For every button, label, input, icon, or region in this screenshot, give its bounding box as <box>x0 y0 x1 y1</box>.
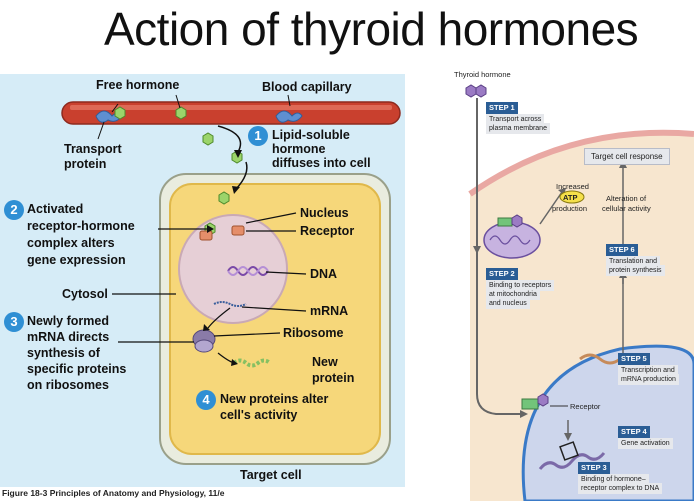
step-2-box: STEP 2 <box>486 268 518 280</box>
dna-label: DNA <box>310 267 338 281</box>
mrna-strand <box>213 301 247 307</box>
transport-protein-icon-2 <box>275 110 303 123</box>
step-3-text-3: synthesis of <box>27 346 100 360</box>
new-protein-label-1: New <box>312 355 338 369</box>
mitochondrion <box>483 221 541 259</box>
step-5-box: STEP 5 <box>618 353 650 365</box>
step-1-badge: 1 <box>248 126 268 146</box>
hormone-icon <box>114 106 126 120</box>
step-4-text-2: cell's activity <box>220 408 298 422</box>
blood-capillary-label: Blood capillary <box>262 80 352 94</box>
alteration-label-2: cellular activity <box>602 204 651 213</box>
thyroid-hormone-label: Thyroid hormone <box>454 70 511 79</box>
target-cell-label: Target cell <box>240 468 302 482</box>
step-1-text-3: diffuses into cell <box>272 156 371 170</box>
atp-label: ATP <box>563 193 578 202</box>
right-diagram-graphics <box>465 84 694 501</box>
step-1-desc-2: plasma membrane <box>486 123 550 134</box>
nucleus-label: Nucleus <box>300 206 349 220</box>
step-4-text-1: New proteins alter <box>220 392 329 406</box>
production-label: production <box>552 204 588 213</box>
hormone-icon <box>175 106 187 120</box>
step-1-box: STEP 1 <box>486 102 518 114</box>
step-2-badge: 2 <box>4 200 24 220</box>
hormone-icon <box>202 132 214 146</box>
ribosome-label: Ribosome <box>283 326 344 340</box>
step-6-desc-2: protein synthesis <box>606 265 665 276</box>
step-3-desc-1: Binding of hormone– <box>578 474 649 485</box>
step-2-text-3: complex alters <box>27 236 115 250</box>
step-3-text-4: specific proteins <box>27 362 127 376</box>
step-3-text-5: on ribosomes <box>27 378 109 392</box>
cytosol-label: Cytosol <box>62 287 108 301</box>
step-1-desc-1: Transport across <box>486 114 545 125</box>
nucleus <box>178 214 288 324</box>
step-3-desc-2: receptor complex to DNA <box>578 483 663 494</box>
step-4-badge: 4 <box>196 390 216 410</box>
mrna-label: mRNA <box>310 304 349 318</box>
free-hormone-label: Free hormone <box>96 78 180 92</box>
step-2-text-4: gene expression <box>27 253 126 267</box>
right-diagram-panel: Thyroid hormone STEP 1 Transport across … <box>430 64 694 501</box>
step-6-desc-1: Translation and <box>606 256 660 267</box>
hormone-icon <box>218 191 230 205</box>
page-title: Action of thyroid hormones <box>104 3 639 55</box>
step-5-desc-1: Transcription and <box>618 365 678 376</box>
thyroid-hormone-icon <box>465 84 477 98</box>
step-2-text-2: receptor-hormone <box>27 219 135 233</box>
figure-caption: Figure 18-3 Principles of Anatomy and Ph… <box>2 488 225 498</box>
step-1-text-2: hormone <box>272 142 326 156</box>
target-cell-response-box: Target cell response <box>584 148 670 165</box>
step-2-desc-1: Binding to receptors <box>486 280 555 291</box>
increased-label: Increased <box>556 182 589 191</box>
new-protein-chain <box>232 358 272 368</box>
step-2-desc-2: at mitochondria <box>486 289 540 300</box>
receptor-label: Receptor <box>570 402 601 411</box>
step-5-desc-2: mRNA production <box>618 374 679 385</box>
step-4-box: STEP 4 <box>618 426 650 438</box>
receptor-icon-2 <box>231 225 245 236</box>
step-3-box: STEP 3 <box>578 462 610 474</box>
left-diagram-graphics <box>61 94 401 465</box>
step-3-text-2: mRNA directs <box>27 330 110 344</box>
receptor-label: Receptor <box>300 224 355 238</box>
transport-protein-label-2: protein <box>64 157 107 171</box>
step-2-desc-3: and nucleus <box>486 298 530 309</box>
step-4-desc: Gene activation <box>618 438 673 449</box>
alteration-label-1: Alteration of <box>606 194 647 203</box>
dna-strand <box>538 452 606 470</box>
receptor-icon <box>199 230 213 241</box>
nuclear-receptor <box>521 398 539 410</box>
atp-icon <box>559 190 585 204</box>
plasma-membrane <box>468 129 694 197</box>
step-3-badge: 3 <box>4 312 24 332</box>
mito-receptor <box>497 217 513 227</box>
transport-protein-label-1: Transport <box>64 142 122 156</box>
new-protein-label-2: protein <box>312 371 355 385</box>
step-6-box: STEP 6 <box>606 244 638 256</box>
step-1-text-1: Lipid-soluble <box>272 128 350 142</box>
step-3-text-1: Newly formed <box>27 314 109 328</box>
step-2-text-1: Activated <box>27 202 84 216</box>
left-diagram-panel: Free hormone Blood capillary Transport p… <box>0 74 405 487</box>
